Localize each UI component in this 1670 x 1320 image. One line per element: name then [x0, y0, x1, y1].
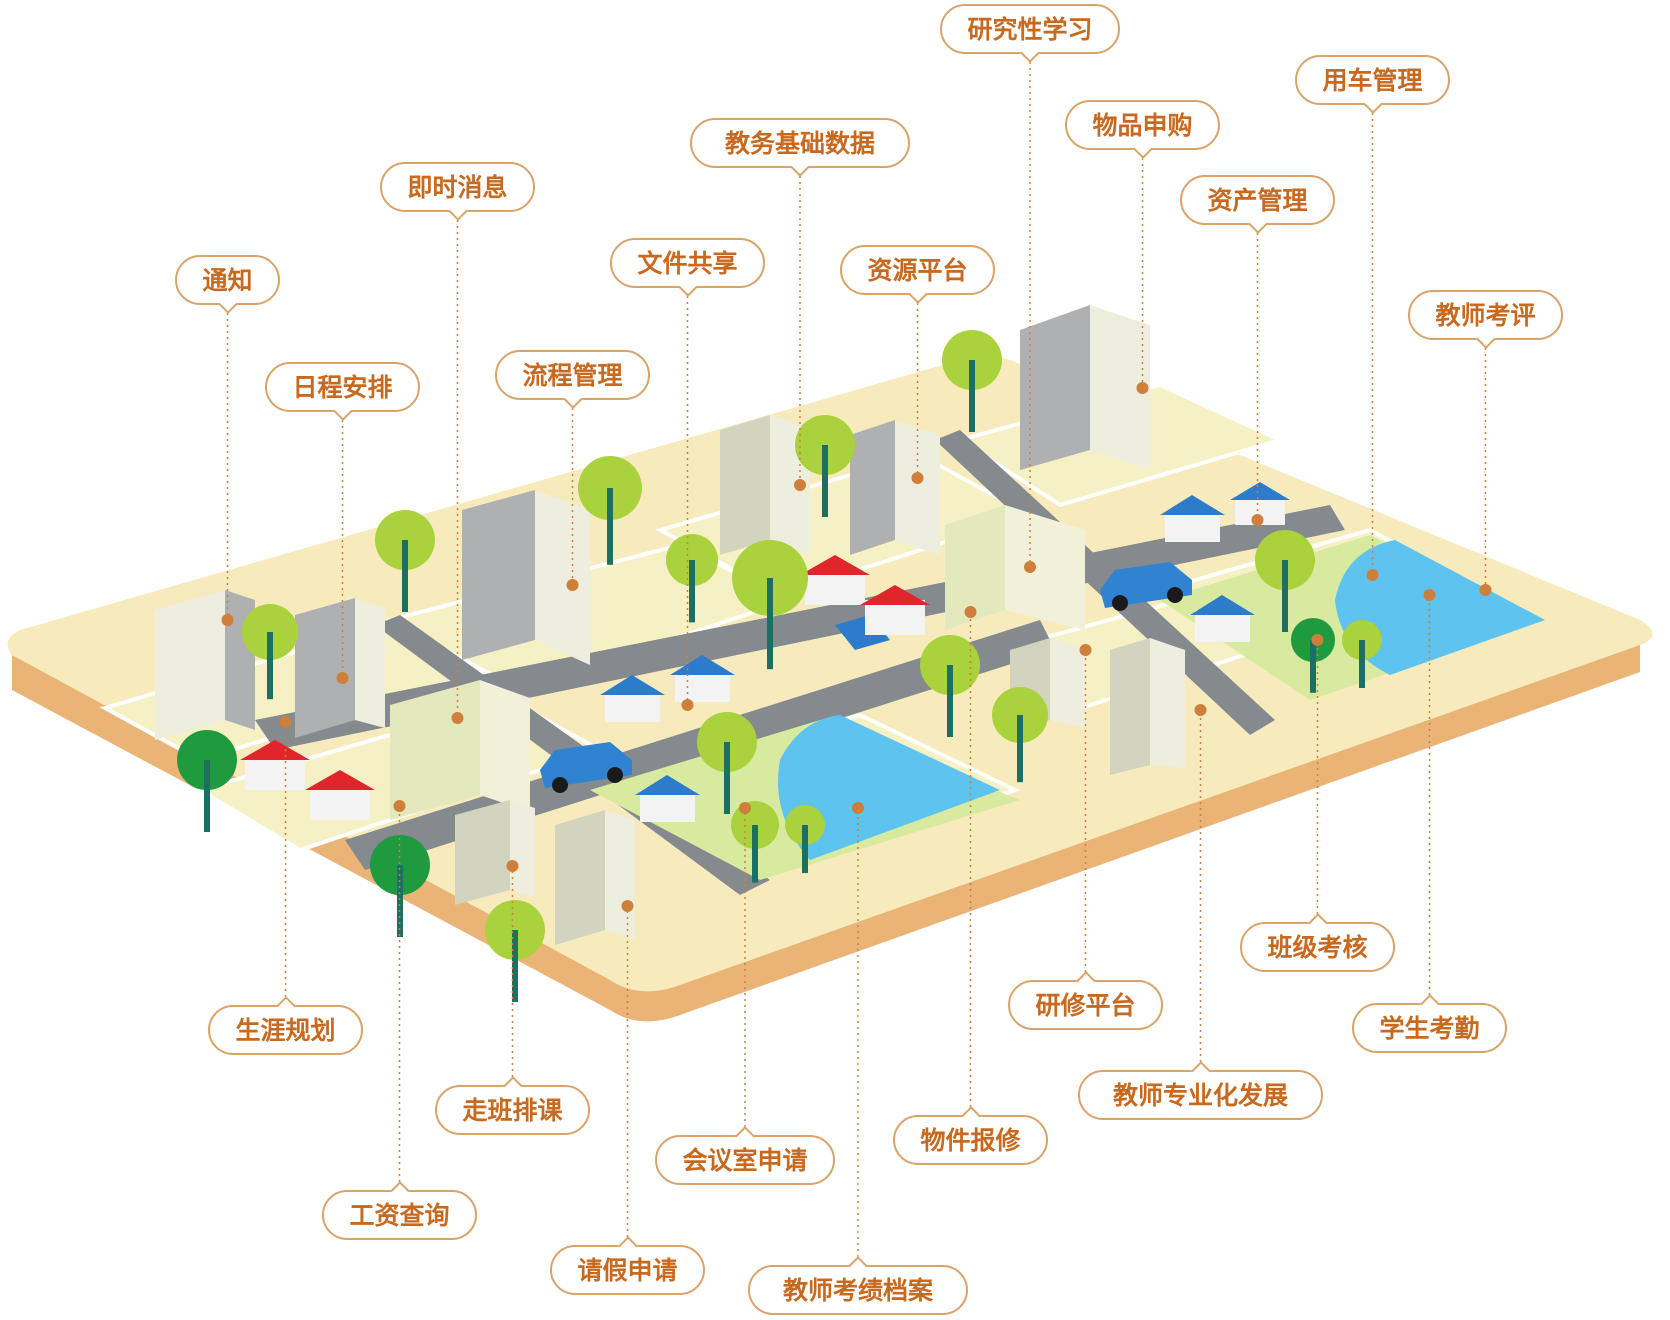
- tree: [578, 456, 642, 565]
- anchor-dot: [1366, 569, 1379, 581]
- anchor-dot: [964, 606, 977, 618]
- leader-lines: [221, 62, 1492, 1257]
- building-south-tall: [555, 810, 635, 945]
- tree: [242, 604, 298, 700]
- label-wenjian[interactable]: 文件共享: [610, 238, 765, 288]
- anchor-dot: [621, 900, 634, 912]
- tree: [920, 635, 980, 737]
- building-north-low: [945, 505, 1085, 630]
- house-red-2: [305, 770, 375, 820]
- building-north-tall: [850, 420, 940, 555]
- label-zichan[interactable]: 资产管理: [1180, 175, 1335, 225]
- houses: [240, 482, 1290, 822]
- label-richeng[interactable]: 日程安排: [265, 362, 420, 412]
- anchor-dot: [279, 716, 292, 728]
- house-red-4: [860, 585, 930, 635]
- tree: [992, 687, 1048, 783]
- pond-south: [778, 715, 1000, 860]
- tree: [785, 805, 825, 873]
- house-blue-2: [670, 655, 735, 702]
- anchor-dot: [1136, 382, 1149, 394]
- house-blue-3: [635, 775, 700, 822]
- house-red-1: [240, 740, 310, 790]
- anchor-dot: [506, 860, 519, 872]
- anchor-dot: [336, 672, 349, 684]
- tree: [942, 330, 1002, 432]
- anchor-dot: [911, 472, 924, 484]
- house-red-3: [800, 555, 870, 605]
- parks: [590, 535, 1545, 880]
- house-blue-6: [1190, 595, 1255, 642]
- label-huiyi[interactable]: 会议室申请: [655, 1135, 835, 1185]
- road-cross-east: [935, 430, 1275, 735]
- tree: [177, 730, 237, 832]
- car-east: [1100, 562, 1192, 611]
- tree: [1342, 620, 1382, 688]
- anchor-dot: [852, 802, 864, 814]
- label-zhuanye[interactable]: 教师专业化发展: [1078, 1070, 1323, 1120]
- anchor-dot: [393, 800, 406, 812]
- building-west-tall: [295, 598, 385, 738]
- anchor-dot: [221, 614, 234, 626]
- house-blue-4: [1160, 495, 1225, 542]
- building-south-tower: [455, 800, 535, 905]
- tree: [795, 415, 855, 517]
- pond-east: [1335, 540, 1545, 675]
- anchor-dot: [1479, 584, 1492, 596]
- anchor-dot: [1194, 704, 1207, 716]
- label-zouban[interactable]: 走班排课: [435, 1085, 590, 1135]
- car-west: [540, 742, 632, 793]
- label-gongzi[interactable]: 工资查询: [322, 1190, 477, 1240]
- anchor-dot: [1024, 561, 1036, 573]
- anchor-dot: [681, 699, 694, 711]
- anchor-dot: [794, 479, 806, 491]
- label-baoxiu[interactable]: 物件报修: [893, 1115, 1048, 1165]
- label-shengya[interactable]: 生涯规划: [208, 1005, 363, 1055]
- anchor-dot: [1079, 644, 1092, 656]
- anchor-dot: [1251, 514, 1264, 526]
- house-blue-1: [600, 675, 665, 722]
- cars: [540, 562, 1192, 793]
- anchor-dot: [566, 579, 579, 591]
- anchor-dot: [451, 712, 464, 724]
- building-tall-center-west: [462, 490, 590, 665]
- label-kaoqin[interactable]: 学生考勤: [1352, 1003, 1507, 1053]
- label-yanjiu[interactable]: 研究性学习: [940, 4, 1120, 54]
- tree: [666, 534, 718, 623]
- tree: [375, 510, 435, 612]
- tree: [370, 835, 430, 937]
- label-banji[interactable]: 班级考核: [1240, 922, 1395, 972]
- label-jiaowu[interactable]: 教务基础数据: [690, 118, 910, 168]
- building-east-tall: [1110, 638, 1185, 775]
- building-west-tower: [155, 590, 255, 740]
- label-yanxiu[interactable]: 研修平台: [1008, 980, 1163, 1030]
- building-northeast-tall: [1020, 305, 1150, 470]
- label-tongzhi[interactable]: 通知: [175, 255, 280, 305]
- label-jixiao[interactable]: 教师考绩档案: [748, 1265, 968, 1315]
- label-jishi[interactable]: 即时消息: [380, 162, 535, 212]
- anchor-dot: [1423, 589, 1436, 601]
- tree: [732, 540, 808, 670]
- label-yongche[interactable]: 用车管理: [1295, 55, 1450, 105]
- tree: [697, 712, 757, 814]
- trees: [177, 330, 1382, 1002]
- anchor-dot: [739, 802, 751, 814]
- label-ziyuan[interactable]: 资源平台: [840, 245, 995, 295]
- tree: [485, 900, 545, 1002]
- label-qingjia[interactable]: 请假申请: [550, 1245, 705, 1295]
- label-wupin[interactable]: 物品申购: [1065, 100, 1220, 150]
- tree: [1255, 530, 1315, 632]
- house-blue-5: [1230, 482, 1290, 525]
- building-low-west: [390, 680, 530, 820]
- label-kaoping[interactable]: 教师考评: [1408, 290, 1563, 340]
- anchor-dot: [1311, 634, 1324, 646]
- label-liucheng[interactable]: 流程管理: [495, 350, 650, 400]
